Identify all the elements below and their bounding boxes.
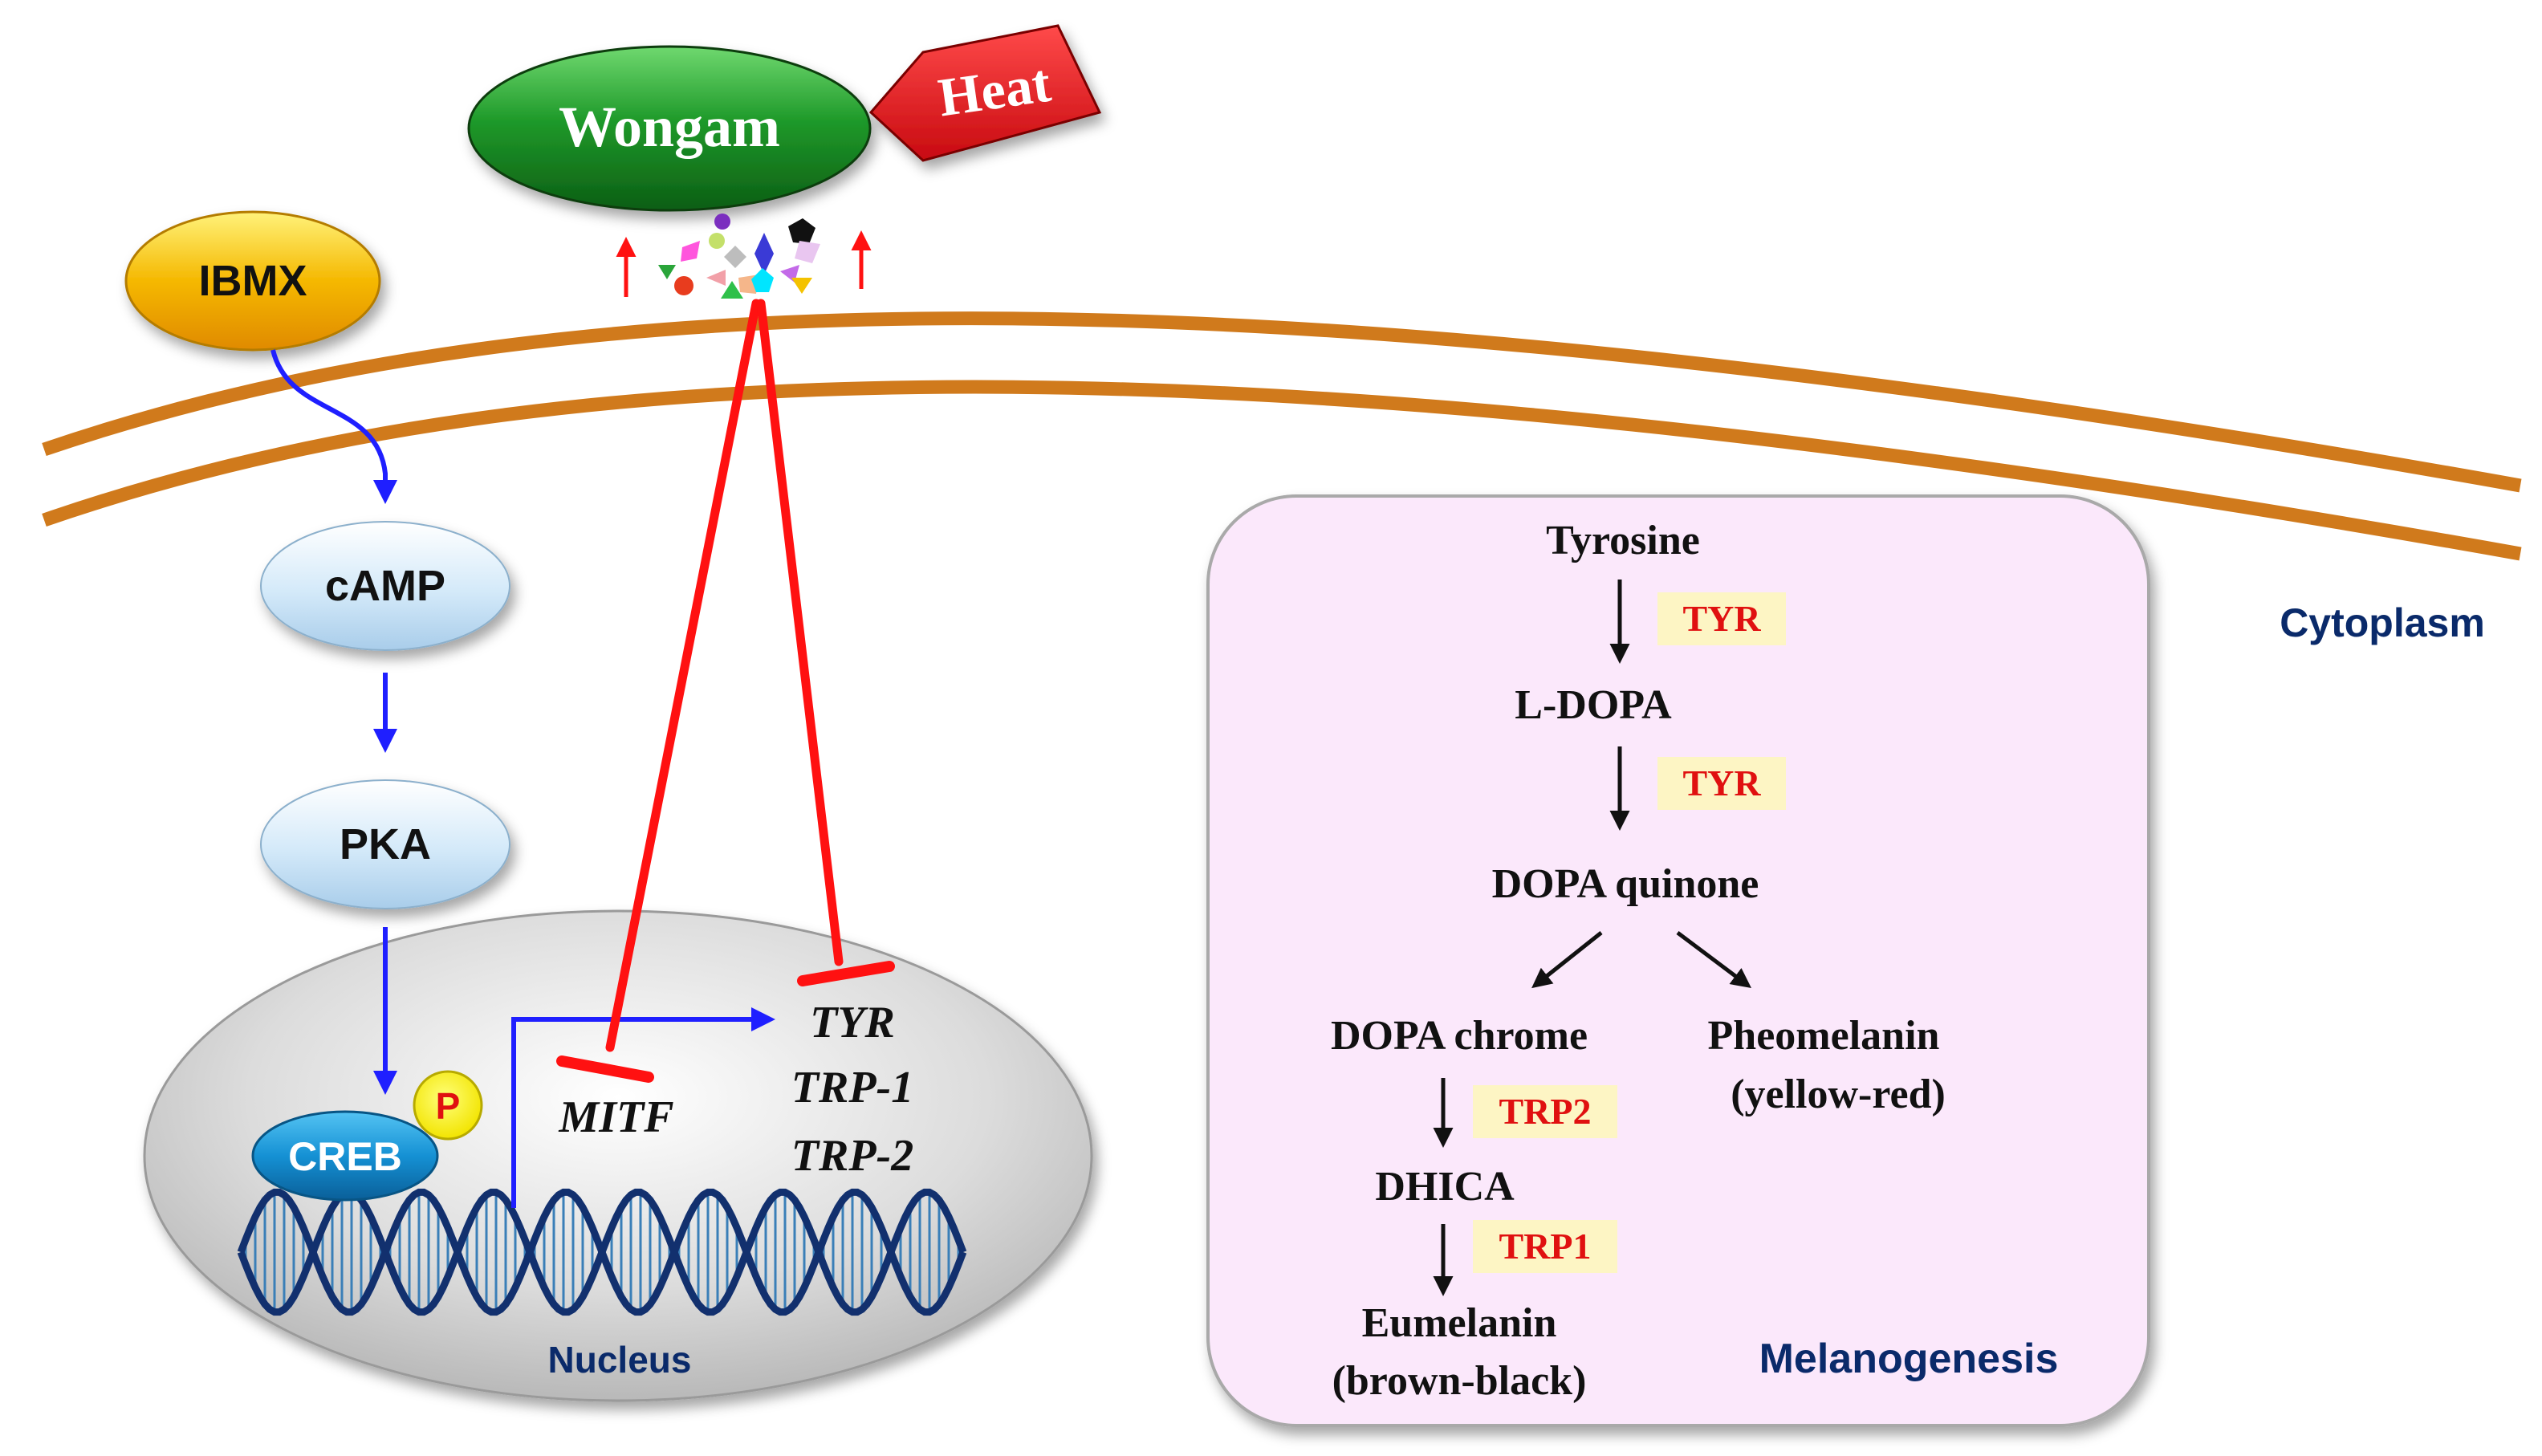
pheomelanin-color: (yellow-red) (1731, 1072, 1946, 1117)
wongam-inhibition-lines (556, 299, 895, 1083)
dna-strand-2 (237, 1188, 967, 1316)
transcription-arrow (511, 1007, 775, 1208)
arrow-quinone-chrome (1531, 931, 1603, 989)
ibmx-node (124, 210, 381, 352)
ibmx-to-camp-arrow (270, 349, 397, 504)
pka-label: PKA (340, 820, 431, 868)
eumelanin-label: Eumelanin (1362, 1300, 1557, 1346)
creb-label: CREB (288, 1134, 402, 1179)
tyrosine-label: Tyrosine (1546, 518, 1700, 563)
dhica-label: DHICA (1375, 1164, 1515, 1210)
nucleus-label: Nucleus (548, 1339, 692, 1381)
pheomelanin-label: Pheomelanin (1708, 1013, 1940, 1059)
phospho-label: P (436, 1085, 461, 1127)
melanogenesis-box (1206, 494, 2150, 1427)
cell-membrane-inner (42, 380, 2522, 561)
inhibit-genes-bar (797, 961, 895, 986)
wongam-compounds-icon (658, 214, 820, 299)
pka-node (260, 779, 510, 909)
enzyme-trp2-box (1473, 1085, 1617, 1138)
inhibit-mitf-line (605, 299, 761, 1052)
inhibit-mitf-bar (556, 1055, 654, 1083)
creb-node (251, 1110, 439, 1202)
wongam-node (467, 45, 872, 212)
enzyme-tyr-1: TYR (1682, 598, 1761, 639)
cytoplasm-label: Cytoplasm (2280, 600, 2485, 645)
gene-trp1: TRP-1 (791, 1063, 913, 1112)
gene-tyr: TYR (810, 998, 895, 1047)
ibmx-label: IBMX (199, 257, 307, 305)
enzyme-tyr-1-box (1657, 592, 1786, 645)
melanogenesis-title: Melanogenesis (1759, 1336, 2059, 1382)
cell-membrane-outer (42, 311, 2522, 493)
camp-label: cAMP (325, 562, 445, 610)
enzyme-trp1-box (1473, 1220, 1617, 1273)
eumelanin-color: (brown-black) (1332, 1358, 1587, 1404)
phospho-badge (413, 1070, 483, 1141)
mitf-label: MITF (558, 1092, 673, 1142)
heat-arrow (868, 24, 1102, 162)
ldopa-label: L-DOPA (1515, 682, 1672, 728)
enzyme-tyr-2: TYR (1682, 763, 1761, 803)
arrow-quinone-pheomelanin (1676, 931, 1751, 988)
enzyme-tyr-2-box (1657, 757, 1786, 810)
enzyme-trp2: TRP2 (1499, 1091, 1592, 1132)
wongam-label: Wongam (559, 95, 780, 159)
melanogenesis-pathway: Tyrosine TYR L-DOPA TYR DOPA quinone DOP… (1331, 518, 1946, 1404)
camp-node (260, 521, 510, 651)
dopa-chrome-label: DOPA chrome (1331, 1013, 1588, 1059)
gene-trp2: TRP-2 (791, 1131, 913, 1181)
dopa-quinone-label: DOPA quinone (1492, 861, 1759, 907)
enzyme-trp1: TRP1 (1499, 1226, 1592, 1267)
inhibit-genes-line (756, 299, 844, 966)
nucleus (143, 909, 1093, 1402)
